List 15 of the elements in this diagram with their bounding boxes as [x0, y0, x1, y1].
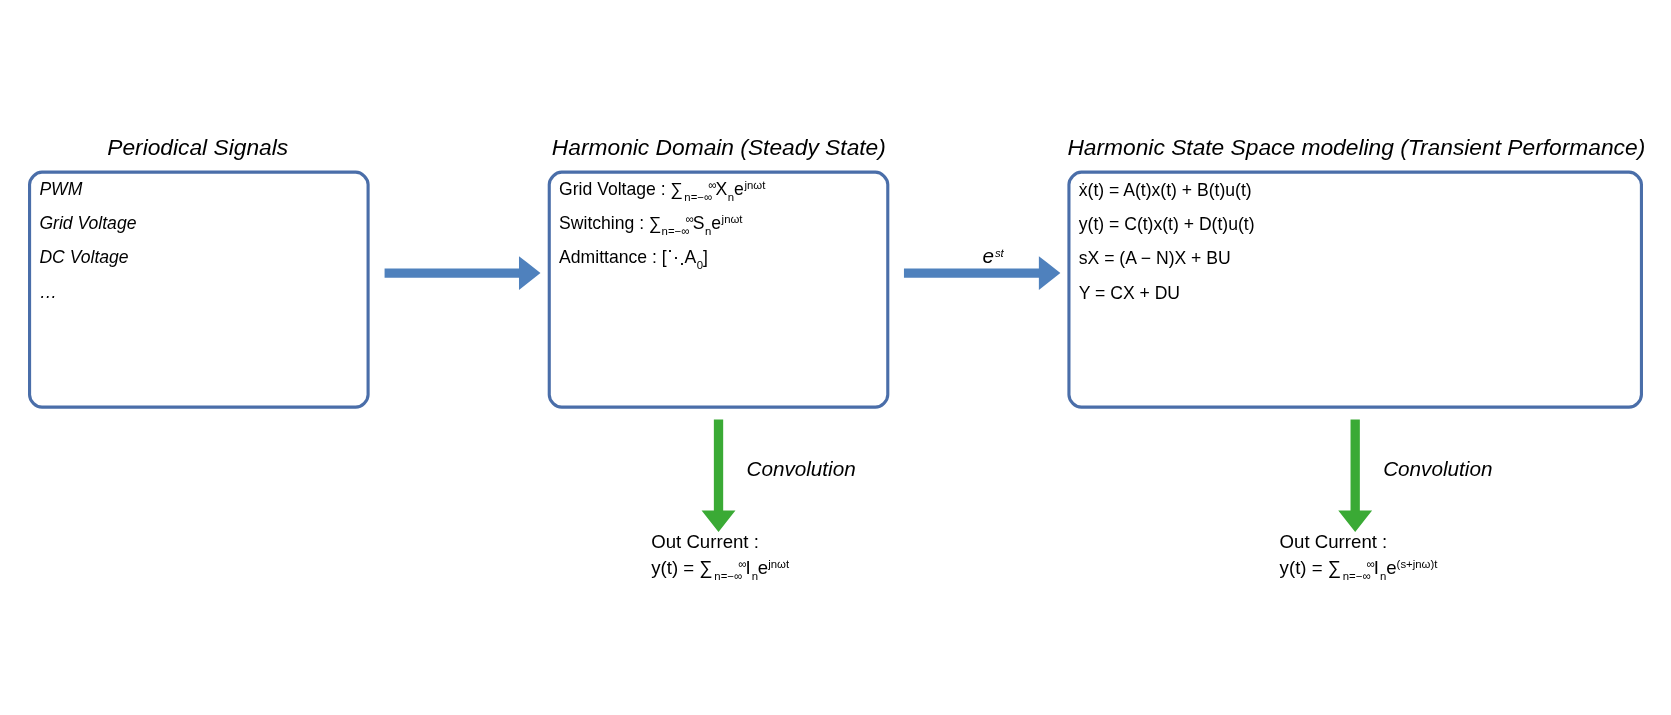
node-text: Out Current : y(t) = ∑$_{n=−∞}$$^{∞}$I$_{n}$e$^{(s+jnω)t}$ — [1279, 530, 1438, 582]
arrow — [701, 418, 736, 532]
node-text: Out Current : y(t) = ∑$_{n=−∞}$$^{∞}$I$_{n}$e$^{jnωt}$ — [651, 530, 790, 582]
edge-label: Convolution — [1383, 456, 1493, 480]
edge-label: Convolution — [746, 456, 856, 480]
node-label: Harmonic State Space modeling (Transient Performance) — [1067, 133, 1646, 160]
node-box: PWM Grid Voltage DC Voltage … — [28, 170, 370, 409]
arrow — [384, 255, 541, 290]
node-box: Grid Voltage : ∑$_{n=−∞}$$^{∞}$X$_{n}$e$^{jnωt}$ Switching : ∑$_{n=−∞}$$^{∞}$S$_{n}$e$^{jnωt}$ Admittance : [⋱A$_{0}$] — [547, 170, 890, 409]
node-label: Periodical Signals — [107, 133, 289, 160]
node-box: ẋ(t) = A(t)x(t) + B(t)u(t) y(t) = C(t)x(t) + D(t)u(t) sX = (A − N)X + BU Y = CX + DU — [1067, 170, 1643, 409]
edge-label: e$^{st}$ — [982, 243, 1004, 267]
arrow — [1338, 418, 1373, 532]
node-label: Harmonic Domain (Steady State) — [551, 133, 886, 160]
arrow — [903, 255, 1061, 290]
